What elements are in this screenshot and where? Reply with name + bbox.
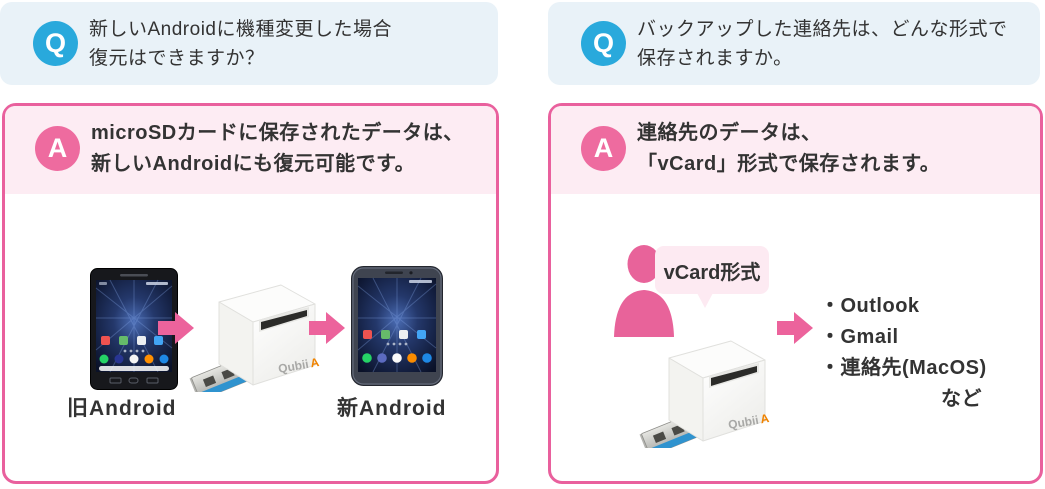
svg-text:QubiiA: QubiiA bbox=[727, 411, 770, 432]
question-bubble-format: Q バックアップした連絡先は、どんな形式で 保存されますか。 bbox=[548, 2, 1040, 85]
svg-text:QubiiA: QubiiA bbox=[277, 355, 320, 376]
question-text-line1: 新しいAndroidに機種変更した場合 bbox=[89, 19, 392, 40]
q-icon: Q bbox=[581, 21, 626, 66]
answer-text-line2: 新しいAndroidにも復元可能です。 bbox=[91, 153, 416, 175]
answer-text-line1: microSDカードに保存されたデータは、 bbox=[91, 122, 464, 144]
question-text-line2: 復元はできますか？ bbox=[89, 48, 265, 69]
question-text: 新しいAndroidに機種変更した場合 復元はできますか？ bbox=[89, 15, 392, 73]
old-phone-label: 旧Android bbox=[67, 397, 177, 420]
a-icon: A bbox=[581, 126, 626, 171]
question-text-line1: バックアップした連絡先は、どんな形式で bbox=[637, 19, 1008, 40]
person-icon bbox=[614, 245, 674, 337]
q-icon: Q bbox=[33, 21, 78, 66]
answer-header: A microSDカードに保存されたデータは、 新しいAndroidにも復元可能… bbox=[5, 106, 496, 194]
format-list: ・Outlook ・Gmail ・連絡先(MacOS) など bbox=[820, 291, 996, 415]
format-list-item: ・Outlook bbox=[820, 295, 920, 317]
old-android-phone-image bbox=[90, 268, 178, 390]
question-bubble-restore: Q 新しいAndroidに機種変更した場合 復元はできますか？ bbox=[0, 2, 498, 85]
arrow-right-icon bbox=[309, 312, 345, 344]
answer-text-line2: 「vCard」形式で保存されます。 bbox=[637, 153, 941, 175]
answer-text: microSDカードに保存されたデータは、 新しいAndroidにも復元可能です… bbox=[91, 118, 464, 180]
question-text-line2: 保存されますか。 bbox=[637, 48, 793, 69]
answer-text: 連絡先のデータは、 「vCard」形式で保存されます。 bbox=[637, 118, 940, 180]
format-list-item: ・Gmail bbox=[820, 326, 899, 348]
vcard-label: vCard形式 bbox=[663, 261, 761, 284]
answer-header: A 連絡先のデータは、 「vCard」形式で保存されます。 bbox=[551, 106, 1040, 194]
arrow-right-icon bbox=[777, 312, 813, 344]
answer-panel-format: A 連絡先のデータは、 「vCard」形式で保存されます。 vCard形式 bbox=[548, 103, 1043, 484]
question-text: バックアップした連絡先は、どんな形式で 保存されますか。 bbox=[637, 15, 1008, 73]
new-phone-label: 新Android bbox=[337, 397, 447, 420]
qubii-device-image: QubiiA bbox=[639, 340, 771, 448]
new-android-phone-image bbox=[351, 266, 443, 386]
format-list-item: ・連絡先(MacOS) bbox=[820, 357, 987, 379]
vcard-speech-bubble: vCard形式 bbox=[655, 246, 769, 308]
qubii-device-image: QubiiA bbox=[189, 284, 321, 392]
a-icon: A bbox=[35, 126, 80, 171]
format-list-suffix: など bbox=[941, 388, 982, 410]
arrow-right-icon bbox=[158, 312, 194, 344]
answer-text-line1: 連絡先のデータは、 bbox=[637, 122, 822, 144]
answer-panel-restore: A microSDカードに保存されたデータは、 新しいAndroidにも復元可能… bbox=[2, 103, 499, 484]
